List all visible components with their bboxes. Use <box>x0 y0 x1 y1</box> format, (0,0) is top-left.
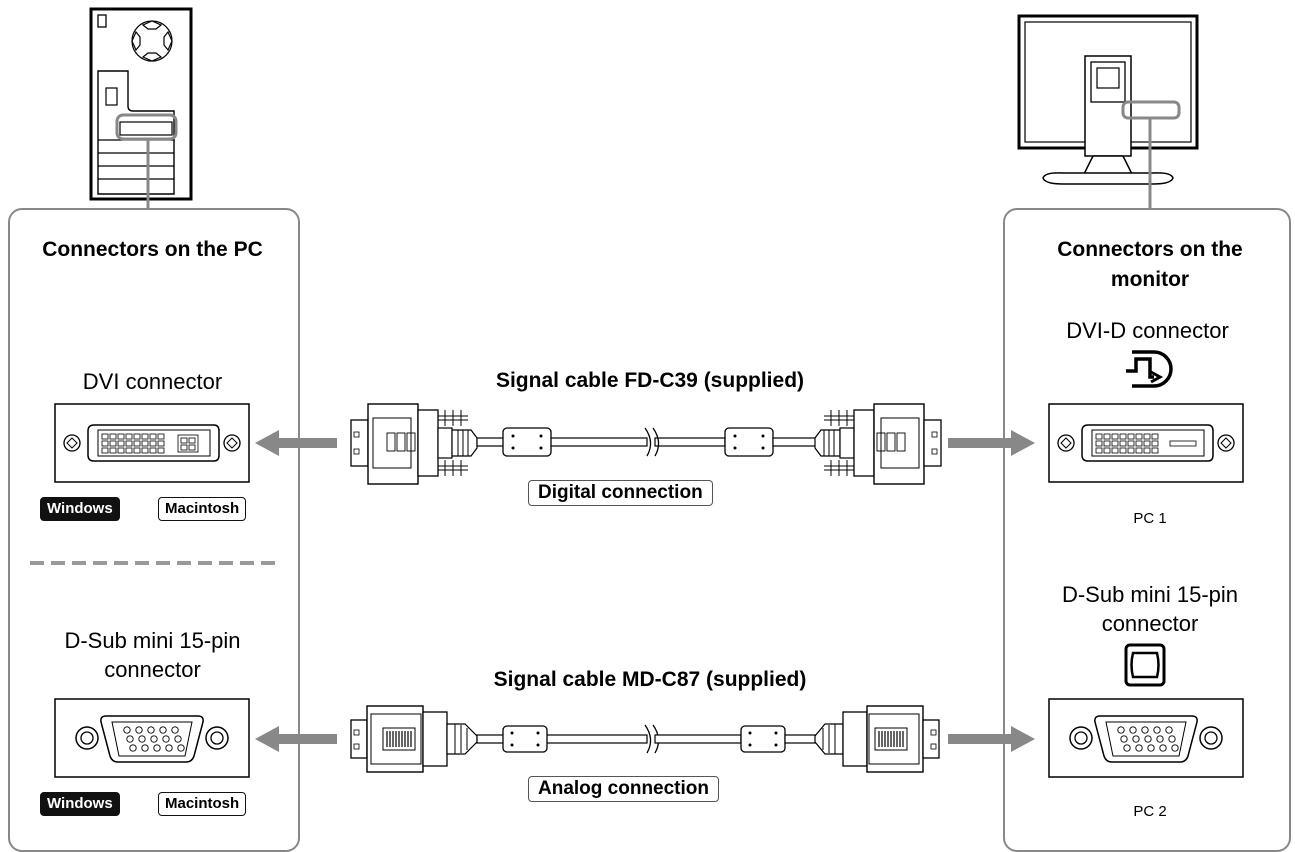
pc-dsub-label: D-Sub mini 15-pin connector <box>64 628 241 682</box>
analog-input-icon <box>1124 643 1166 687</box>
monitor-dvi-connector-icon <box>1048 403 1244 483</box>
monitor-connectors-heading: Connectors on the monitor <box>1057 238 1243 291</box>
monitor-dsub-label: D-Sub mini 15-pin connector <box>1061 582 1239 636</box>
digital-cable <box>255 403 1035 485</box>
pc-dvi-macintosh-badge: Macintosh <box>158 497 247 521</box>
pc-dsub-connector-icon <box>54 698 250 778</box>
digital-input-icon <box>1126 350 1173 388</box>
digital-connection-label: Digital connection <box>528 480 713 506</box>
pc-dvi-connector-icon <box>54 403 250 483</box>
pc-dvi-windows-badge: Windows <box>40 497 120 521</box>
monitor-dsub-connector-icon <box>1048 698 1244 778</box>
monitor-icon <box>1017 14 1199 208</box>
pc-section-divider <box>30 561 282 565</box>
pc-tower-icon <box>89 7 193 208</box>
pc-dsub-windows-badge: Windows <box>40 792 120 816</box>
monitor-pc2-label: PC 2 <box>1133 803 1167 820</box>
analog-connection-label: Analog connection <box>528 776 719 802</box>
pc-dvi-label: DVI connector <box>82 369 223 394</box>
monitor-dvi-label: DVI-D connector <box>1066 318 1229 343</box>
monitor-pc1-label: PC 1 <box>1133 510 1167 527</box>
pc-dsub-macintosh-badge: Macintosh <box>158 792 247 816</box>
pc-connectors-heading: Connectors on the PC <box>42 238 263 261</box>
digital-cable-title: Signal cable FD-C39 (supplied) <box>495 369 805 392</box>
analog-cable <box>255 705 1035 773</box>
analog-cable-title: Signal cable MD-C87 (supplied) <box>493 668 807 691</box>
